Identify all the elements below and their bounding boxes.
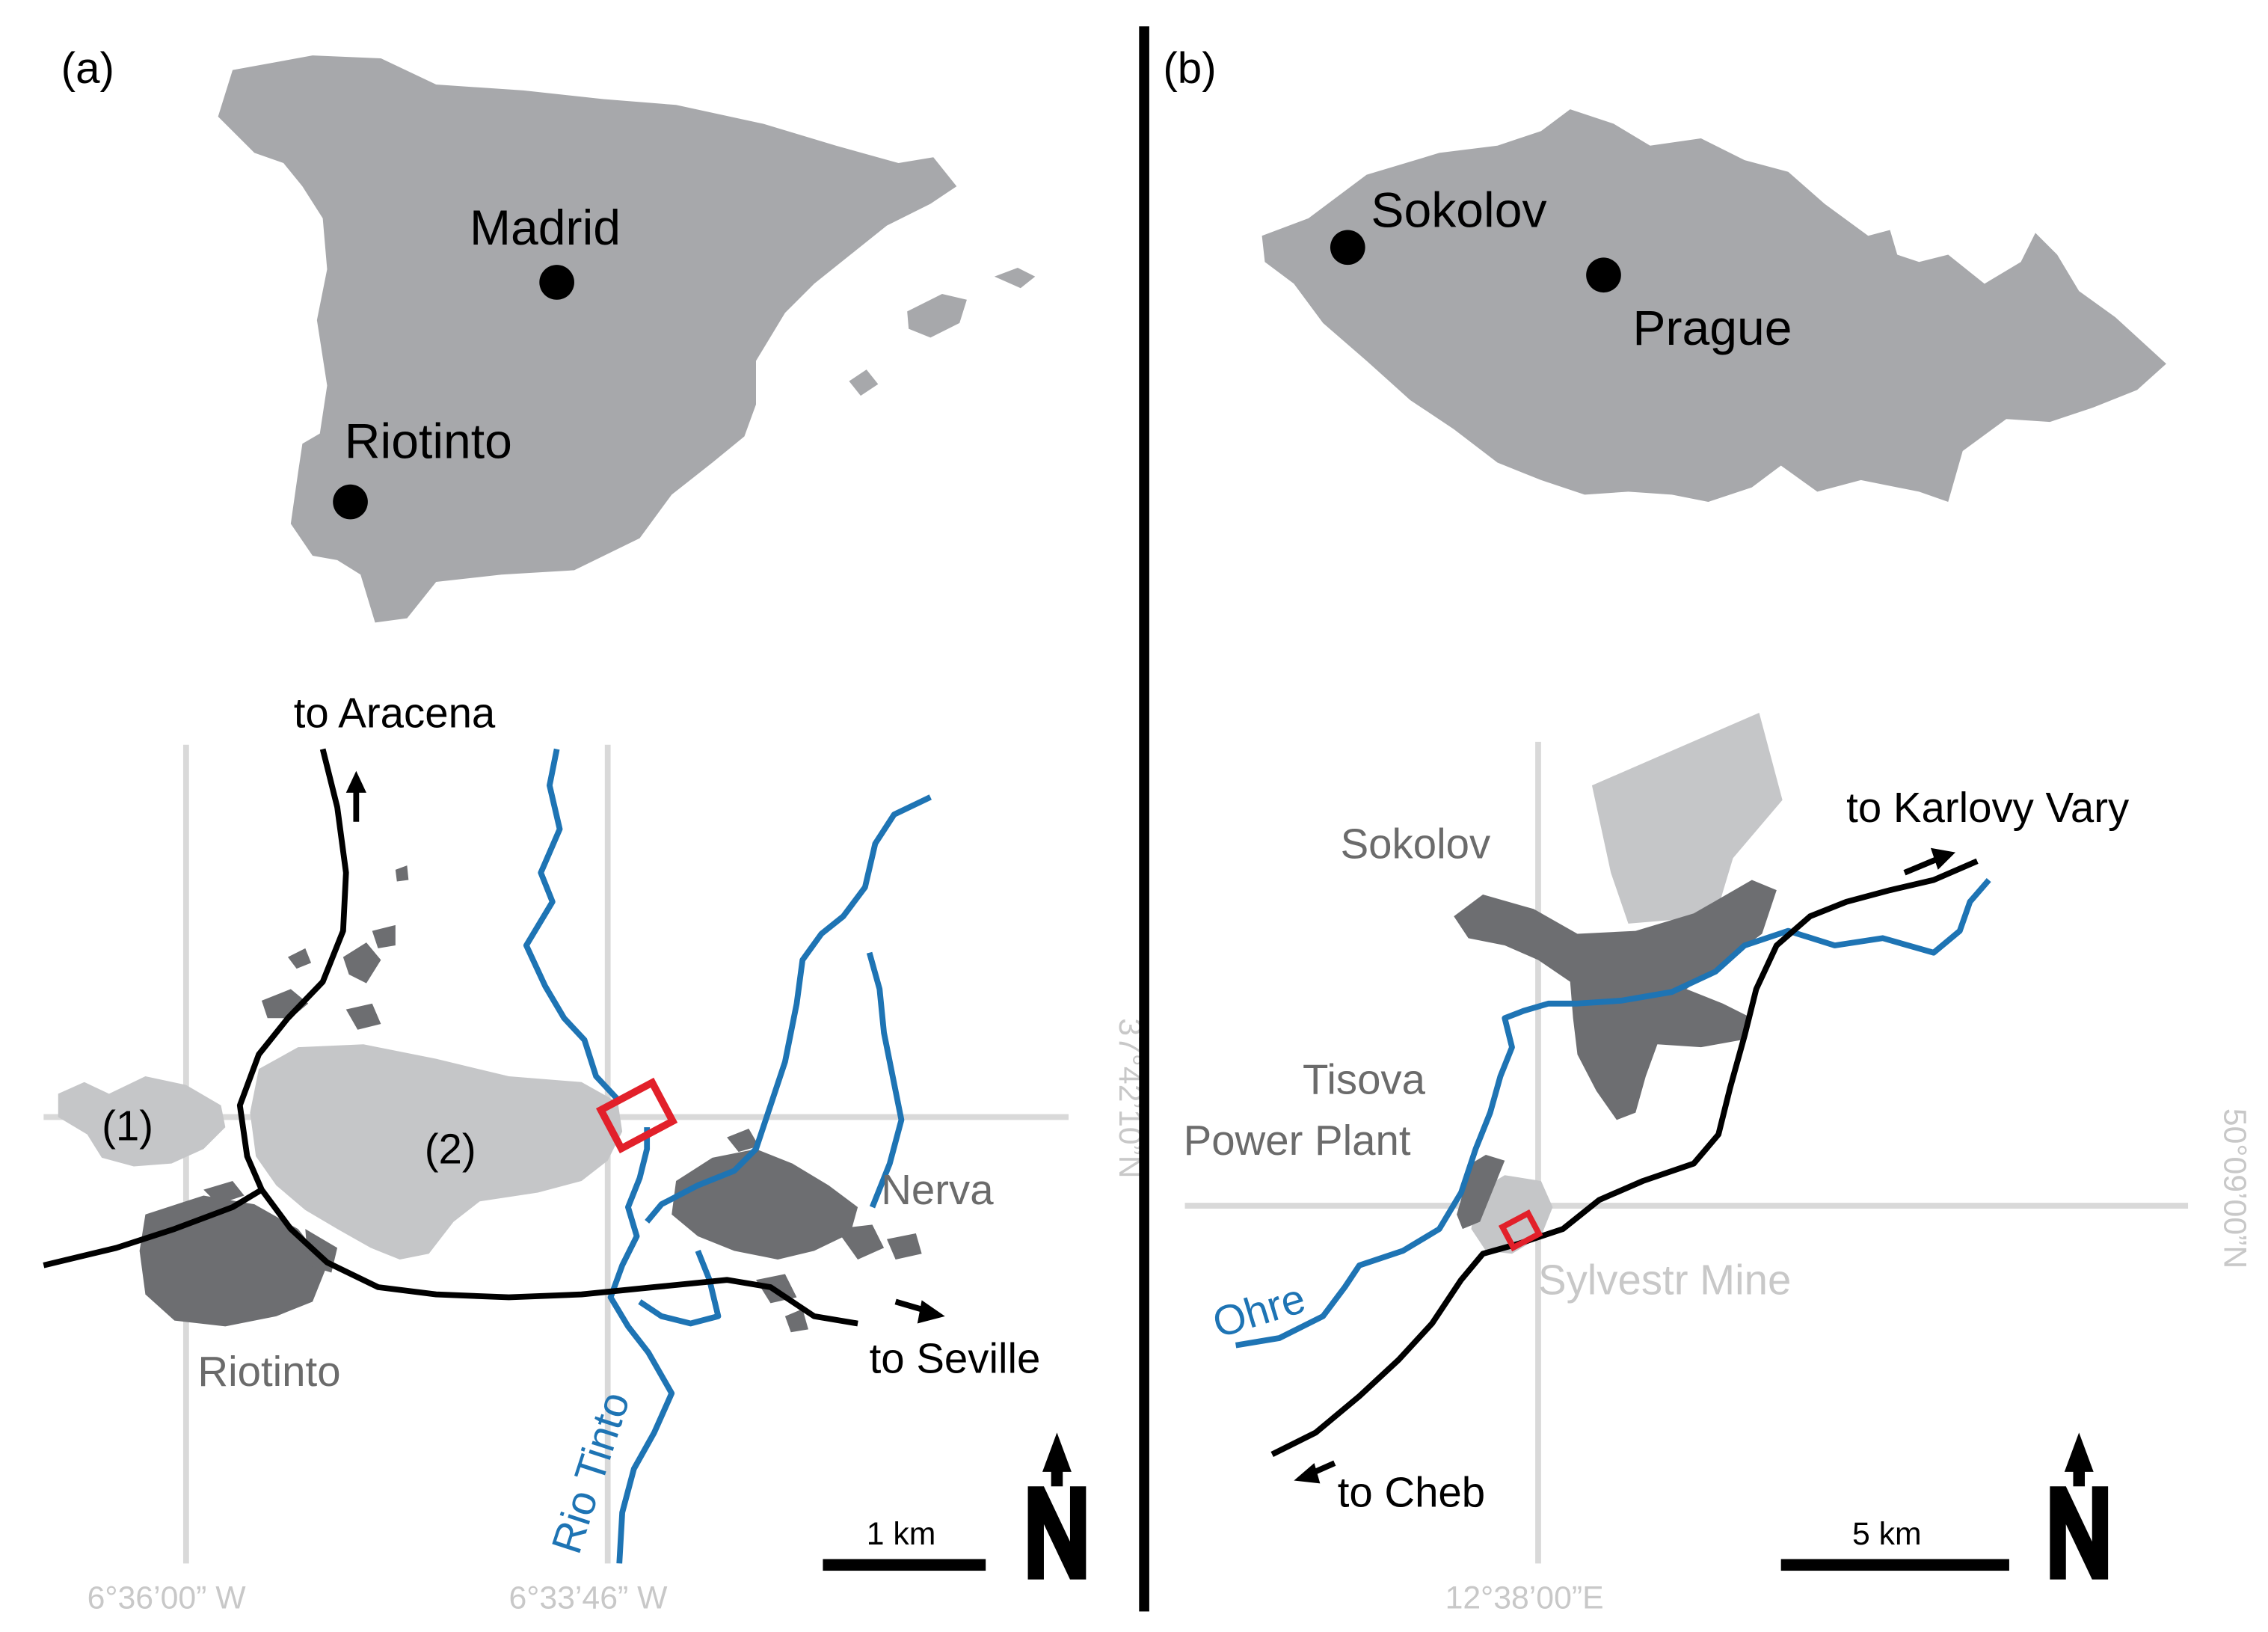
area-2-shape xyxy=(250,1044,623,1260)
spain-land xyxy=(218,55,957,623)
north-settlement-blocks xyxy=(261,865,409,1030)
nerva-town-label: Nerva xyxy=(881,1166,994,1213)
sokolov-town-label: Sokolov xyxy=(1341,820,1491,867)
north-arrow-icon xyxy=(1027,1432,1087,1580)
power-plant-label-line2: Power Plant xyxy=(1184,1117,1411,1164)
to-aracena-label: to Aracena xyxy=(294,689,496,736)
panel-b: (b) Sokolov Prague xyxy=(1163,44,2252,1616)
area-1-label: (1) xyxy=(102,1102,153,1150)
arrow-to-cheb xyxy=(1294,1460,1336,1484)
roads-b xyxy=(1270,858,1979,1457)
lon-coord-label-b: 12°38’00”E xyxy=(1445,1580,1604,1616)
riotinto-overview-label: Riotinto xyxy=(345,414,512,470)
prague-label: Prague xyxy=(1632,301,1792,356)
arrow-to-seville xyxy=(894,1298,945,1324)
mine-area-north xyxy=(1591,712,1783,924)
sokolov-detail-map: to Karlovy Vary to Cheb Sokolov Tisova P… xyxy=(1184,712,2253,1616)
riotinto-detail-map: to Aracena to Seville (1) (2) Riotinto N… xyxy=(43,689,1148,1616)
riotinto-town-label: Riotinto xyxy=(197,1348,340,1395)
czech-overview-map: Sokolov Prague xyxy=(1261,109,2166,503)
balearic-island-small xyxy=(994,268,1036,289)
panel-a: (a) Madrid Riotinto xyxy=(43,44,1148,1616)
rio-tinto-river xyxy=(523,748,932,1564)
madrid-dot xyxy=(539,265,574,300)
sylvestr-mine-label: Sylvestr Mine xyxy=(1538,1257,1791,1304)
panel-b-label: (b) xyxy=(1163,44,1216,93)
north-arrow-icon xyxy=(2050,1432,2109,1580)
sokolov-overview-label: Sokolov xyxy=(1371,183,1546,239)
scale-label-a: 1 km xyxy=(867,1516,936,1552)
balearic-island-ibiza xyxy=(849,369,879,396)
riotinto-dot xyxy=(333,484,368,520)
power-plant-label-line1: Tisova xyxy=(1303,1055,1426,1102)
lat-coord-label-b: 50°09’00”N xyxy=(2217,1108,2253,1269)
roads-a xyxy=(43,748,858,1327)
scale-bar-a xyxy=(823,1559,986,1571)
czech-land xyxy=(1261,109,2166,503)
scale-label-b: 5 km xyxy=(1852,1516,1922,1552)
arrow-to-karlovy-vary xyxy=(1903,847,1955,876)
ohre-river-label: Ohre xyxy=(1207,1274,1310,1347)
to-seville-label: to Seville xyxy=(870,1335,1041,1382)
sokolov-dot xyxy=(1330,230,1365,266)
lon2-coord-label: 6°33’46” W xyxy=(508,1580,668,1616)
prague-dot xyxy=(1586,257,1621,293)
balearic-island-large xyxy=(907,294,967,338)
sylvestr-mine-area xyxy=(1471,1175,1553,1254)
arrow-to-aracena xyxy=(345,770,366,822)
lon1-coord-label: 6°36’00” W xyxy=(87,1580,247,1616)
spain-overview-map: Madrid Riotinto xyxy=(218,55,1036,623)
area-1-shape xyxy=(58,1076,226,1167)
scale-bar-b xyxy=(1780,1559,2009,1571)
rio-tinto-river-label: Rio Tinto xyxy=(542,1386,639,1559)
area-2-label: (2) xyxy=(425,1126,476,1173)
madrid-label: Madrid xyxy=(470,200,621,256)
to-cheb-label: to Cheb xyxy=(1338,1469,1485,1516)
to-karlovy-vary-label: to Karlovy Vary xyxy=(1846,784,2130,831)
panel-a-label: (a) xyxy=(61,44,114,93)
study-area-box-a xyxy=(595,1077,678,1154)
ohre-river xyxy=(1235,877,1991,1349)
study-area-box-b xyxy=(1498,1209,1543,1252)
